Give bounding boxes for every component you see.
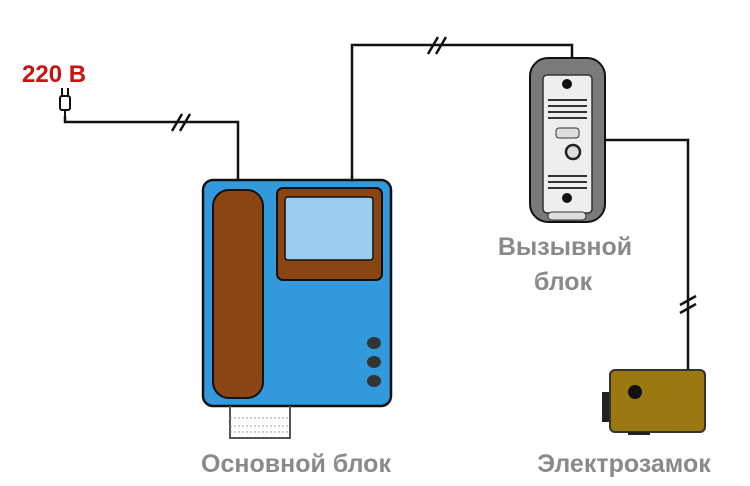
call-to-lock-wire [605, 138, 697, 371]
button-1 [367, 337, 381, 349]
main-unit-label: Основной блок [201, 450, 391, 478]
button-2 [367, 356, 381, 368]
screen [284, 196, 374, 261]
voltage-label: 220 В [22, 61, 86, 88]
power-plug-icon [59, 88, 71, 117]
call-unit-label-line2: блок [534, 268, 593, 296]
button-3 [367, 375, 381, 387]
main-unit [201, 178, 393, 439]
electric-lock [602, 369, 706, 435]
call-unit [529, 57, 606, 223]
handset [212, 189, 264, 399]
call-unit-label-line1: Вызывной [498, 233, 632, 261]
lock-label: Электрозамок [537, 450, 711, 478]
handset-cord [229, 406, 291, 439]
power-wire [63, 113, 240, 181]
call-button-icon [564, 143, 582, 161]
main-to-call-wire [350, 36, 574, 181]
